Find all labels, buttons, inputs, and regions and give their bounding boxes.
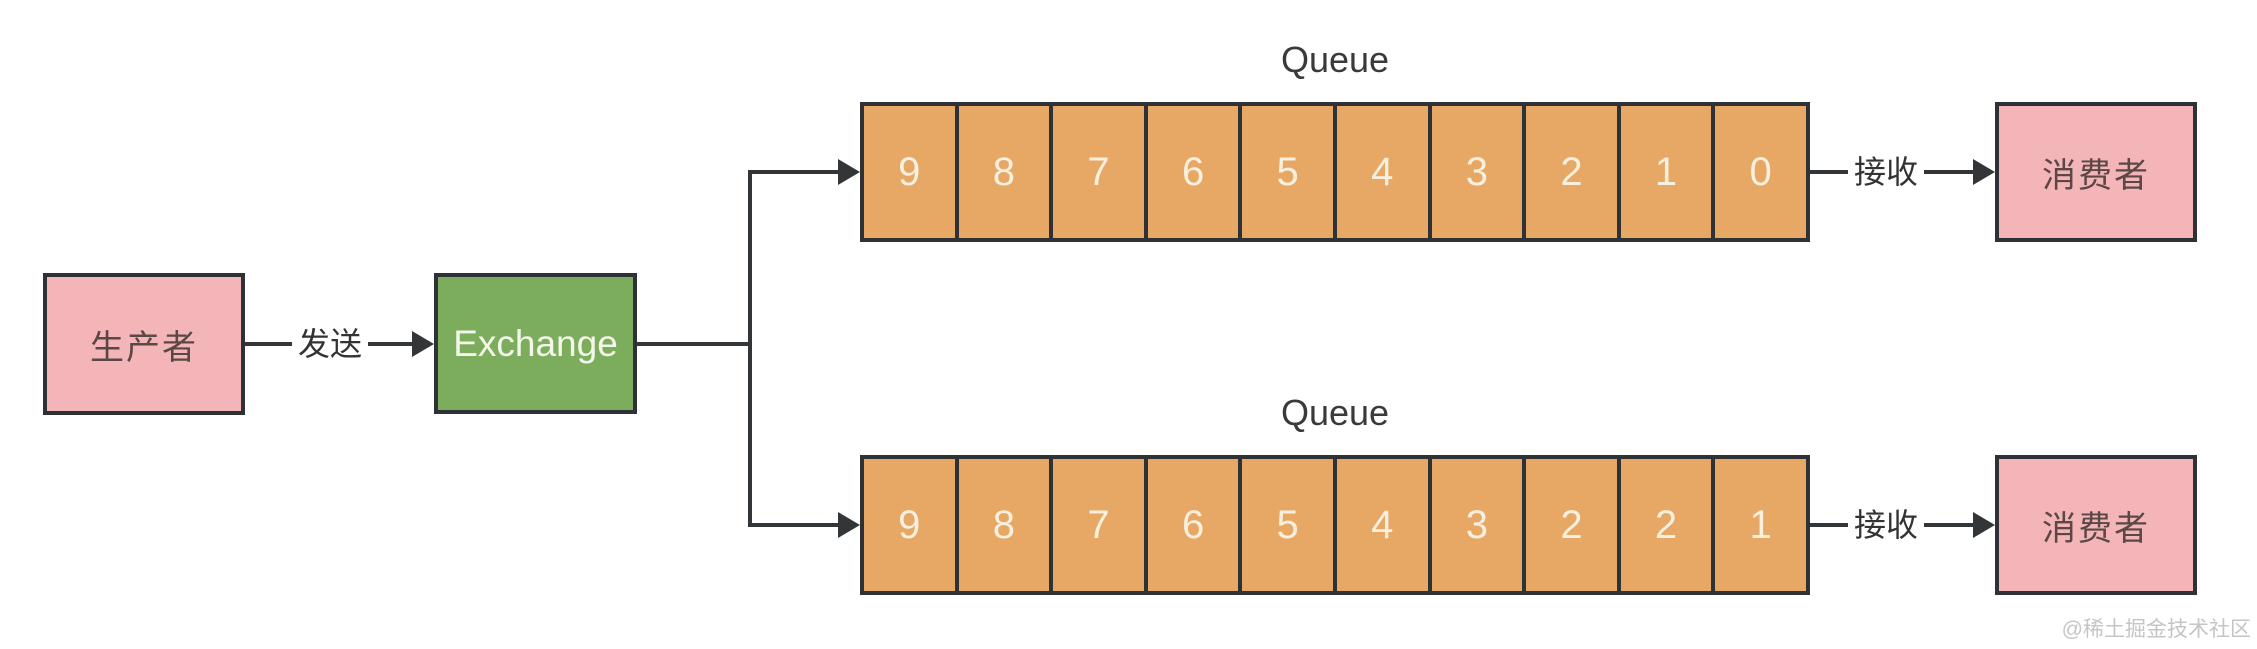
queue-cell: 7 <box>1049 459 1144 591</box>
queue-title-bottom: Queue <box>1280 392 1390 433</box>
queue-cell: 2 <box>1522 106 1617 238</box>
arrow-head-icon <box>1973 512 1995 538</box>
queue-title-top: Queue <box>1280 39 1390 80</box>
queue-cell: 3 <box>1427 106 1523 238</box>
queue-cell: 1 <box>1616 106 1712 238</box>
consumer-box-top: 消费者 <box>1995 102 2197 242</box>
edge-branch-queue-bottom <box>748 523 838 527</box>
queue-cell: 0 <box>1711 106 1806 238</box>
consumer-box-bottom: 消费者 <box>1995 455 2197 595</box>
queue-cell: 7 <box>1049 106 1144 238</box>
branch-line-vertical <box>748 170 752 527</box>
queue-cell: 9 <box>864 106 955 238</box>
send-edge-label: 发送 <box>291 322 369 366</box>
queue-cell: 4 <box>1332 106 1428 238</box>
producer-label: 生产者 <box>90 328 198 367</box>
queue-cell: 8 <box>954 459 1050 591</box>
queue-cell: 3 <box>1427 459 1523 591</box>
queue-bottom: 9 8 7 6 5 4 3 2 2 1 <box>860 455 1810 595</box>
queue-cell: 5 <box>1238 106 1333 238</box>
queue-cell: 5 <box>1238 459 1333 591</box>
arrow-head-icon <box>838 512 860 538</box>
exchange-label: Exchange <box>453 322 618 364</box>
queue-cell: 8 <box>954 106 1050 238</box>
consumer-label-top: 消费者 <box>2042 156 2150 195</box>
receive-edge-label-top: 接收 <box>1847 150 1925 194</box>
queue-cell: 9 <box>864 459 955 591</box>
queue-top: 9 8 7 6 5 4 3 2 1 0 <box>860 102 1810 242</box>
queue-cell: 2 <box>1616 459 1712 591</box>
edge-exchange-branch <box>637 342 752 346</box>
consumer-label-bottom: 消费者 <box>2042 509 2150 548</box>
queue-cell: 1 <box>1711 459 1806 591</box>
watermark-text: @稀土掘金技术社区 <box>2061 618 2251 641</box>
producer-box: 生产者 <box>43 273 245 415</box>
exchange-box: Exchange <box>434 273 637 414</box>
queue-cell: 2 <box>1522 459 1617 591</box>
receive-edge-label-bottom: 接收 <box>1847 503 1925 547</box>
queue-cell: 4 <box>1332 459 1428 591</box>
arrow-head-icon <box>838 159 860 185</box>
queue-cell: 6 <box>1143 459 1239 591</box>
edge-branch-queue-top <box>748 170 838 174</box>
arrow-head-icon <box>1973 159 1995 185</box>
arrow-head-icon <box>412 331 434 357</box>
queue-cell: 6 <box>1143 106 1239 238</box>
